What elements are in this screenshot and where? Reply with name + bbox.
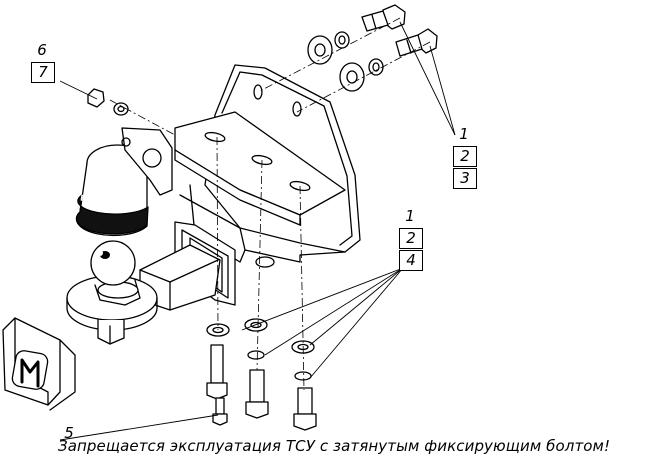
callout-5: 5	[64, 424, 74, 442]
upper-bolt-2	[395, 28, 438, 57]
leader-lines	[59, 21, 456, 441]
callout-1-upper: 1	[459, 125, 469, 143]
bottom-bolt-mid	[245, 369, 269, 419]
upper-washer-1	[307, 35, 333, 65]
mounting-bracket	[174, 64, 361, 263]
tow-ball	[90, 240, 141, 306]
bottom-washer-mid	[244, 318, 268, 332]
assembly-axes	[109, 17, 431, 391]
plug-cover	[2, 317, 76, 411]
upper-washer-2	[339, 62, 365, 92]
bottom-bolt-right	[293, 387, 317, 431]
callout-6: 6	[37, 41, 47, 59]
ball-cap	[75, 144, 149, 237]
callout-4: 4	[399, 250, 423, 271]
ball-mount	[66, 244, 221, 345]
callout-7: 7	[31, 62, 55, 83]
bottom-bolt-left	[206, 344, 228, 400]
upper-bolt-1	[361, 4, 406, 32]
bottom-lockwasher-right	[294, 371, 312, 381]
bottom-lockwasher-mid	[247, 350, 265, 360]
fixing-bolt	[212, 397, 228, 426]
side-plate	[121, 127, 173, 196]
callout-1-middle: 1	[405, 207, 415, 225]
callout-3: 3	[453, 168, 477, 189]
callout-2-middle: 2	[399, 228, 423, 249]
locking-bolt	[87, 88, 129, 116]
warning-text: Запрещается эксплуатация ТСУ с затянутым…	[58, 437, 611, 455]
callout-2-upper: 2	[453, 146, 477, 167]
